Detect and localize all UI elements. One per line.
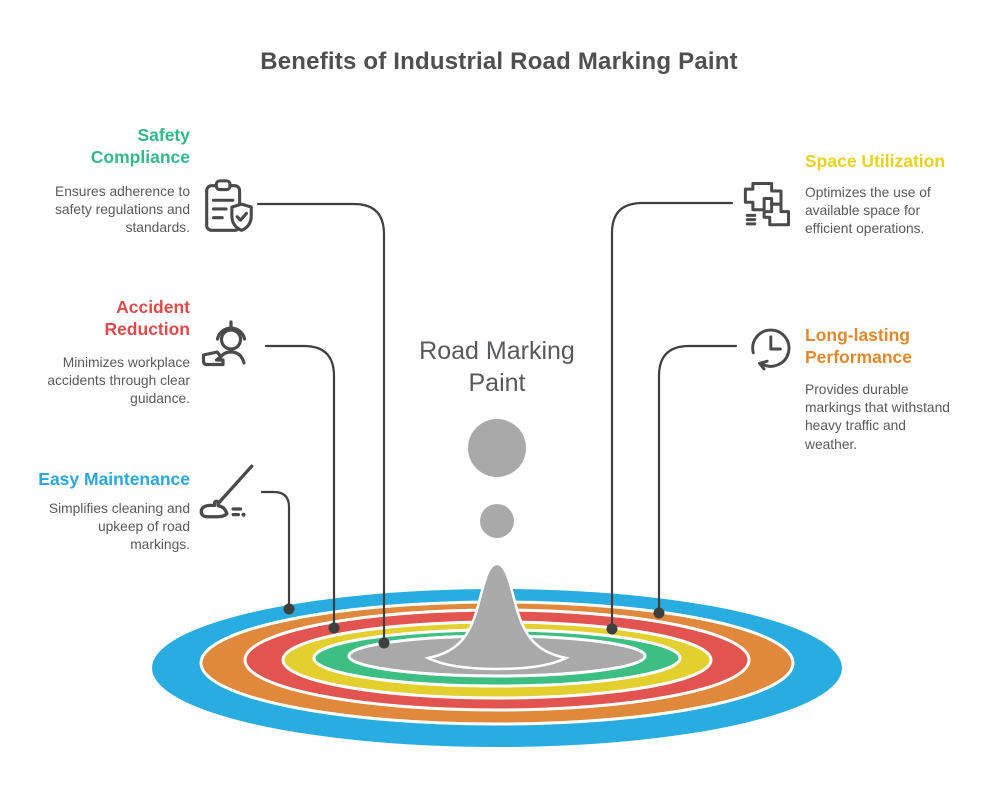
center-label: Road Marking Paint — [377, 336, 617, 399]
benefit-title-space-utilization: Space Utilization — [805, 151, 946, 171]
benefit-desc-easy-maintenance: Simplifies cleaning and upkeep of road m… — [48, 501, 190, 553]
puzzle-blocks-icon — [736, 176, 796, 236]
clipboard-check-icon — [197, 177, 259, 239]
connector-space-utilization — [610, 201, 734, 631]
benefit-title-easy-maintenance: Easy Maintenance — [38, 469, 190, 489]
connector-dot-easy-maintenance — [283, 603, 295, 615]
connector-dot-safety-compliance — [378, 637, 390, 649]
connector-long-lasting-performance — [657, 344, 738, 615]
connector-dot-space-utilization — [606, 623, 618, 635]
paint-splash — [152, 562, 842, 747]
benefit-title-accident-reduction: Accident Reduction — [104, 297, 190, 340]
connector-accident-reduction — [264, 344, 336, 630]
droplet-large — [468, 419, 526, 477]
connector-dot-accident-reduction — [328, 622, 340, 634]
benefit-desc-accident-reduction: Minimizes workplace accidents through cl… — [47, 355, 190, 407]
benefit-desc-space-utilization: Optimizes the use of available space for… — [805, 185, 931, 237]
connector-safety-compliance — [256, 202, 386, 645]
connector-easy-maintenance — [260, 490, 291, 611]
page-title: Benefits of Industrial Road Marking Pain… — [260, 48, 738, 75]
safety-worker-icon — [198, 318, 262, 382]
splash-spike — [424, 562, 570, 671]
connector-dot-long-lasting-performance — [653, 607, 665, 619]
benefit-desc-safety-compliance: Ensures adherence to safety regulations … — [55, 184, 190, 236]
benefit-title-safety-compliance: Safety Compliance — [90, 125, 190, 168]
connector-lines — [256, 201, 738, 649]
benefit-title-long-lasting-performance: Long-lasting Performance — [805, 325, 912, 368]
center-label-line2: Paint — [468, 368, 526, 397]
clock-history-icon — [740, 320, 798, 378]
benefit-desc-long-lasting-performance: Provides durable markings that withstand… — [805, 382, 950, 452]
broom-icon — [194, 460, 260, 526]
droplet-small — [480, 504, 514, 538]
center-label-line1: Road Marking — [419, 337, 575, 365]
